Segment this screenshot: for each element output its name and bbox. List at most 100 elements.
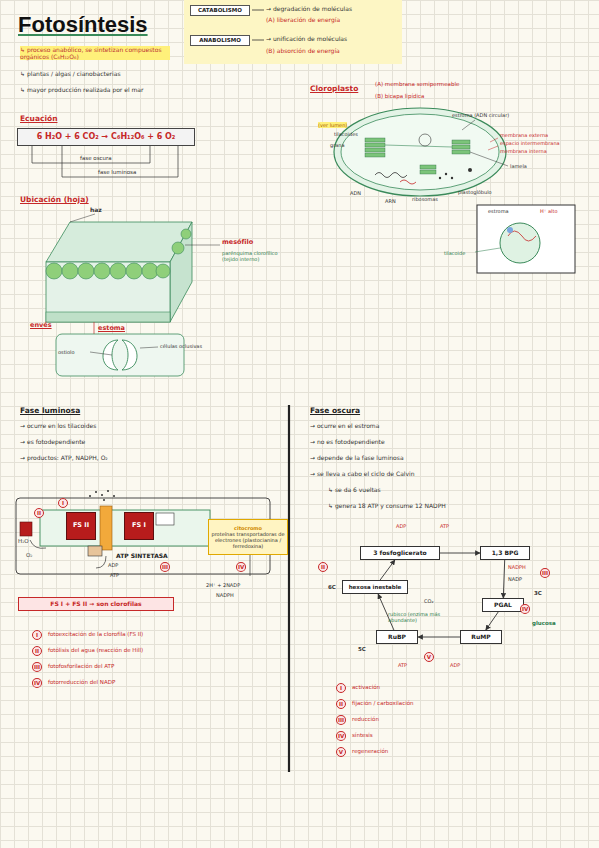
annotation-text: (ver lumen) (318, 122, 347, 128)
annotation-text: parénquima clorofílico (tejido interno) (222, 250, 292, 262)
note-box: citocromoproteínas transportadoras de el… (208, 519, 288, 555)
column-divider (288, 405, 290, 772)
annotation-text: espacio intermembrana (500, 140, 595, 146)
annotation-text: O₂ (26, 552, 46, 559)
annotation-text: ↳ plantas / algas / cianobacterias (20, 70, 180, 77)
annotation-text: 6C (328, 584, 343, 591)
stoma-figure (56, 334, 184, 376)
section-heading: Fase luminosa (20, 406, 110, 415)
annotation-text: ATP (110, 572, 135, 578)
leader-arrow (252, 40, 264, 41)
cycle-arrow (418, 637, 460, 638)
annotation-text: (A) liberación de energía (266, 16, 396, 23)
section-heading: envés (30, 322, 70, 330)
node-text: CATABOLISMO (198, 7, 242, 14)
annotation-text: ribosomas (412, 196, 457, 202)
phase-bracket (32, 146, 150, 163)
node-text: 6 H₂O + 6 CO₂ → C₆H₁₂O₆ + 6 O₂ (37, 132, 176, 142)
callout-number: I (32, 630, 42, 640)
term-box: ANABOLISMO (190, 35, 250, 46)
section-heading: estoma (98, 325, 138, 333)
page-title: Fotosíntesis (18, 12, 148, 38)
callout-number: III (160, 562, 170, 572)
annotation-text: → unificación de moléculas (266, 35, 396, 42)
annotation-text: fotoexcitación de la clorofila (FS II) (48, 631, 248, 638)
section-heading: Ubicación (hoja) (20, 195, 110, 204)
photosystem-box: FS II (66, 512, 96, 540)
annotation-text: ATP SINTETASA (116, 552, 186, 559)
node-text: RuBP (388, 633, 406, 640)
callout-number: I (336, 683, 346, 693)
annotation-text: (B) absorción de energía (266, 47, 396, 54)
node-text: citocromo (234, 525, 262, 531)
annotation-text: fijación / carboxilación (352, 700, 502, 707)
node-text: FS I + FS II → son clorofilas (50, 600, 141, 607)
cycle-box: hexosa inestable (342, 580, 408, 594)
annotation-text: ADP (108, 562, 133, 568)
annotation-text: NADPH (216, 592, 251, 598)
node-text: 3 fosfoglicerato (373, 549, 426, 556)
section-heading: Fase oscura (310, 406, 400, 415)
node-text: ANABOLISMO (199, 37, 241, 44)
cycle-box: 1,3 BPG (480, 546, 530, 560)
annotation-text: fotorreducción del NADP (48, 679, 248, 686)
annotation-text: estroma (488, 208, 523, 214)
annotation-text: membrana interna (500, 148, 590, 154)
annotation-text: 5C (358, 646, 373, 653)
annotation-text: rubisco (enzima más abundante) (388, 611, 458, 623)
annotation-text: ADN (350, 190, 375, 196)
annotation-text: 2H⁺ + 2NADP (206, 582, 266, 588)
callout-number: IV (236, 562, 246, 572)
cycle-arrow (440, 553, 480, 554)
annotation-text: fase luminosa (98, 169, 158, 176)
photosystem-box: FS I (124, 512, 154, 540)
callout-number: IV (336, 731, 346, 741)
annotation-text: ADP (450, 662, 470, 668)
highlight-panel (184, 0, 402, 64)
annotation-text: → productos: ATP, NADPH, O₂ (20, 454, 180, 461)
annotation-text: ostiolo (58, 349, 93, 355)
node-text: hexosa inestable (349, 584, 402, 591)
annotation-text: ↳ se da 6 vueltas (328, 486, 478, 493)
annotation-text: ↳ proceso anabólico, se sintetizan compu… (20, 46, 170, 60)
cycle-arrow (380, 560, 395, 580)
annotation-text: NADP (508, 576, 543, 582)
annotation-text: glucosa (532, 620, 572, 627)
cycle-box: RuBP (376, 630, 418, 644)
node-text: RuMP (471, 633, 490, 640)
annotation-text: CO₂ (424, 598, 444, 604)
callout-number: III (32, 662, 42, 672)
annotation-text: plastoglóbulo (458, 189, 518, 195)
annotation-text: tilacoides (334, 131, 374, 137)
annotation-text: ATP (440, 523, 460, 529)
phase-bracket (62, 146, 178, 177)
cycle-box: 3 fosfoglicerato (360, 546, 440, 560)
node-text: FS I (132, 522, 146, 530)
annotation-text: mesófilo (222, 239, 282, 247)
annotation-text: fase oscura (80, 155, 140, 162)
callout-number: IV (32, 678, 42, 688)
annotation-text: → ocurre en el estroma (310, 422, 460, 429)
thylakoid-inset (475, 205, 575, 273)
callout-number: I (58, 498, 68, 508)
annotation-text: → es fotodependiente (20, 438, 170, 445)
annotation-text: haz (90, 206, 120, 213)
annotation-text: grana (330, 142, 360, 148)
annotation-text: 3C (534, 590, 549, 597)
term-box: CATABOLISMO (190, 5, 250, 16)
annotation-text: reducción (352, 716, 502, 723)
annotation-text: tilacoide (444, 250, 484, 256)
callout-number: V (336, 747, 346, 757)
annotation-text: ↳ genera 18 ATP y consume 12 NADPH (328, 502, 528, 509)
cycle-arrow (503, 560, 504, 598)
callout-number: II (34, 508, 44, 518)
annotation-text: regeneración (352, 748, 502, 755)
annotation-text: ADP (396, 523, 416, 529)
callout-number: III (540, 568, 550, 578)
equation-box: 6 H₂O + 6 CO₂ → C₆H₁₂O₆ + 6 O₂ (17, 128, 195, 146)
annotation-text: ARN (385, 198, 410, 204)
annotation-text: ↳ mayor producción realizada por el mar (20, 86, 190, 93)
annotation-text: → no es fotodependiente (310, 438, 460, 445)
annotation-text: ATP (398, 662, 418, 668)
